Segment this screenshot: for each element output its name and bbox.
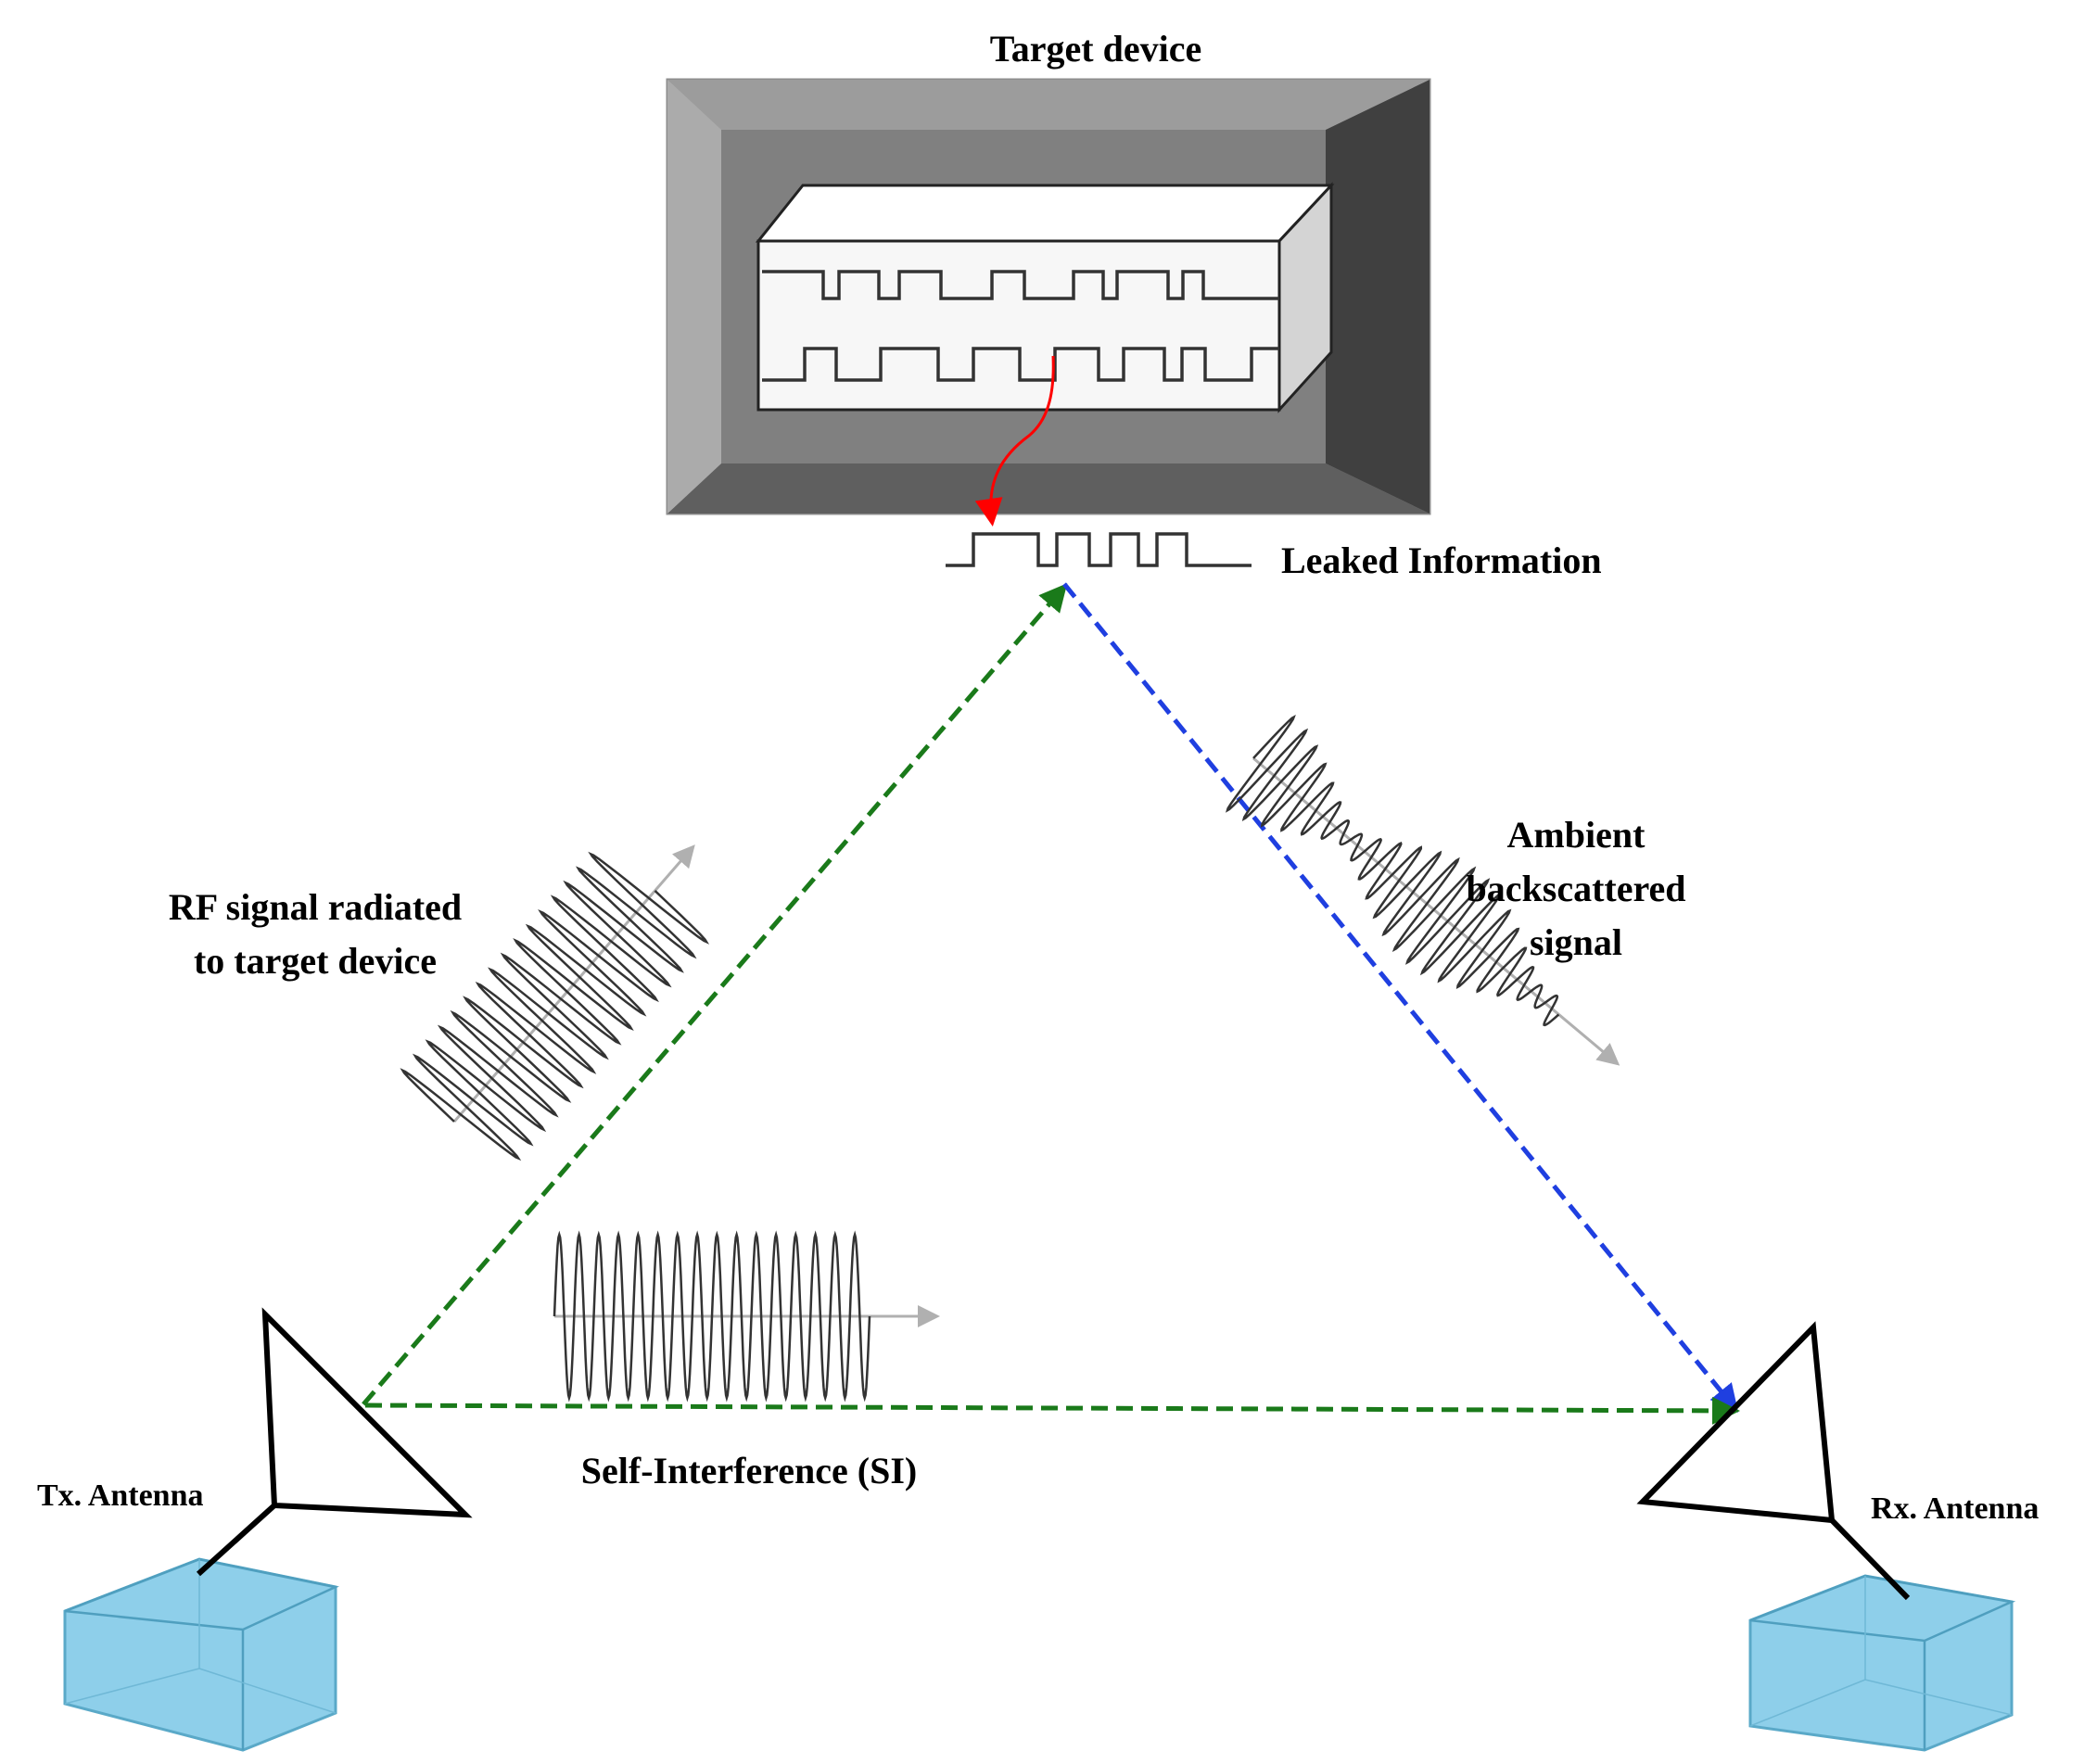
incident-rf-path xyxy=(362,583,1068,1406)
tx-antenna-label: Tx. Antenna xyxy=(37,1478,204,1513)
self-interference-wave-icon xyxy=(553,1230,940,1402)
target-device xyxy=(666,78,1431,527)
target-device-title: Target device xyxy=(990,28,1201,70)
self-interference-label: Self-Interference (SI) xyxy=(581,1450,917,1491)
leak-arrow xyxy=(974,355,1055,527)
rx-antenna-icon xyxy=(1636,1321,1836,1524)
rx-radio-box-icon xyxy=(1748,1574,2014,1752)
rf-signal-label-line1: RF signal radiated xyxy=(169,886,462,928)
tx-antenna xyxy=(63,1307,473,1752)
ambient-label-line3: signal xyxy=(1530,921,1622,963)
rx-antenna xyxy=(1636,1321,2016,1752)
rf-signal-wave-trace xyxy=(400,851,710,1161)
chip-icon xyxy=(755,182,1335,413)
backscatter-path xyxy=(1062,582,1739,1413)
tx-antenna-icon xyxy=(261,1307,473,1518)
self-interference-wave-trace xyxy=(553,1230,871,1402)
leaked-waveform-icon xyxy=(946,532,1252,567)
leaked-information-label: Leaked Information xyxy=(1281,539,1602,581)
rf-signal-wave-icon xyxy=(400,844,710,1161)
ambient-label-line2: backscattered xyxy=(1467,868,1686,909)
ambient-label-line1: Ambient xyxy=(1507,814,1646,856)
backscatter-wave-icon xyxy=(1226,715,1620,1066)
rx-antenna-label: Rx. Antenna xyxy=(1871,1491,2039,1526)
backscatter-wave-trace xyxy=(1226,715,1560,1027)
rf-signal-label-line2: to target device xyxy=(194,940,437,982)
self-interference-path xyxy=(364,1396,1740,1425)
tx-radio-box-icon xyxy=(63,1557,337,1752)
